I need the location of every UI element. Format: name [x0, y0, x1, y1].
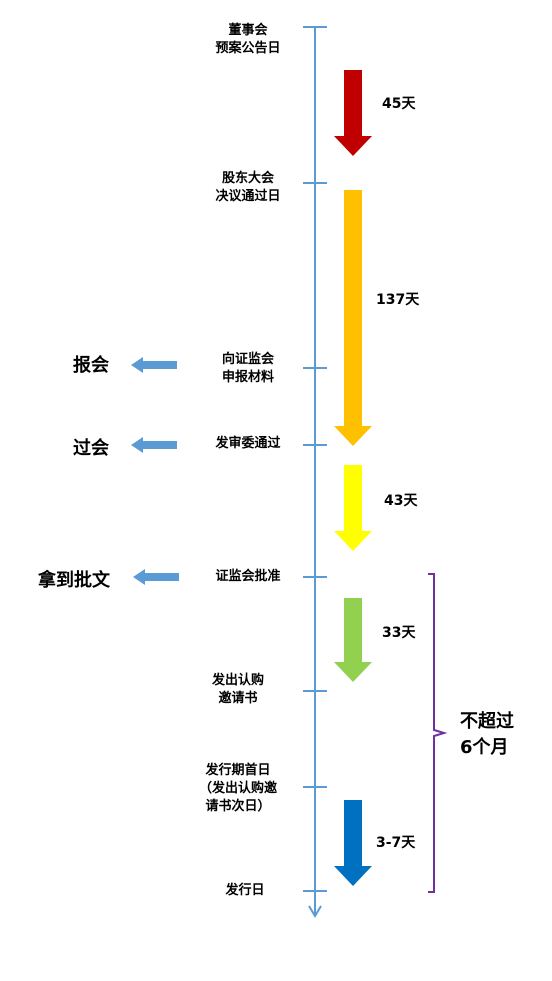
duration-label: 43天	[384, 493, 418, 509]
node-board-announcement: 董事会 预案公告日	[203, 22, 293, 58]
side-arrow-shape	[131, 437, 177, 453]
node-label-line: 邀请书	[218, 691, 258, 706]
duration-label: 45天	[382, 96, 416, 112]
duration-arrow-shape	[334, 598, 372, 682]
node-label-line: 发行日	[225, 883, 265, 898]
node-offering-first-day: 发行期首日 （发出认购邀 请书次日）	[182, 762, 294, 816]
node-label-line: 决议通过日	[215, 189, 281, 204]
left-arrow-icon	[133, 569, 179, 585]
down-arrow-icon	[334, 70, 372, 156]
node-csrc-filing: 向证监会 申报材料	[203, 351, 293, 387]
stage-label-passed-review: 过会	[73, 438, 109, 459]
node-label-line: 发行期首日	[205, 763, 271, 778]
down-arrow-icon	[334, 598, 372, 682]
node-issuance-day: 发行日	[210, 882, 280, 900]
stage-label-approval-document: 拿到批文	[38, 570, 110, 591]
down-arrow-icon	[334, 465, 372, 551]
note-line: 不超过	[460, 711, 514, 732]
duration-arrow-shape	[334, 190, 372, 446]
timeline-axis	[314, 27, 316, 914]
node-label-line: 向证监会	[221, 352, 274, 367]
tick-review-approval	[303, 444, 327, 446]
tick-issuance-day	[303, 890, 327, 892]
down-arrow-icon	[334, 190, 372, 446]
node-label-line: 董事会	[228, 23, 268, 38]
side-arrow-shape	[133, 569, 179, 585]
node-label-line: 发出认购	[211, 673, 264, 688]
duration-arrow-shape	[334, 465, 372, 551]
left-arrow-icon	[131, 357, 177, 373]
duration-label: 3-7天	[376, 835, 416, 851]
node-label-line: 发审委通过	[215, 436, 281, 451]
node-subscription-invitation: 发出认购 邀请书	[193, 672, 283, 708]
note-line: 6个月	[460, 737, 509, 758]
duration-arrow-shape	[334, 70, 372, 156]
node-review-approval: 发审委通过	[196, 435, 300, 453]
duration-label: 33天	[382, 625, 416, 641]
tick-board-announcement	[303, 26, 327, 28]
stage-label-filing: 报会	[73, 355, 109, 376]
node-label-line: （发出认购邀	[198, 781, 277, 796]
down-arrow-icon	[334, 800, 372, 886]
tick-subscription-invitation	[303, 690, 327, 692]
node-label-line: 股东大会	[221, 171, 274, 186]
duration-limit-note: 不超过 6个月	[460, 709, 514, 761]
duration-label: 137天	[376, 292, 420, 308]
side-arrow-shape	[131, 357, 177, 373]
bracket	[428, 573, 448, 893]
duration-arrow-shape	[334, 800, 372, 886]
node-shareholder-approval: 股东大会 决议通过日	[203, 170, 293, 206]
left-arrow-icon	[131, 437, 177, 453]
tick-csrc-filing	[303, 367, 327, 369]
tick-shareholder-approval	[303, 182, 327, 184]
node-label-line: 证监会批准	[215, 569, 281, 584]
axis-down-arrow-icon	[308, 905, 322, 918]
tick-offering-first-day	[303, 786, 327, 788]
node-label-line: 申报材料	[221, 370, 274, 385]
node-label-line: 预案公告日	[215, 41, 281, 56]
tick-csrc-approval	[303, 576, 327, 578]
node-label-line: 请书次日）	[205, 799, 271, 814]
node-csrc-approval: 证监会批准	[196, 568, 300, 586]
